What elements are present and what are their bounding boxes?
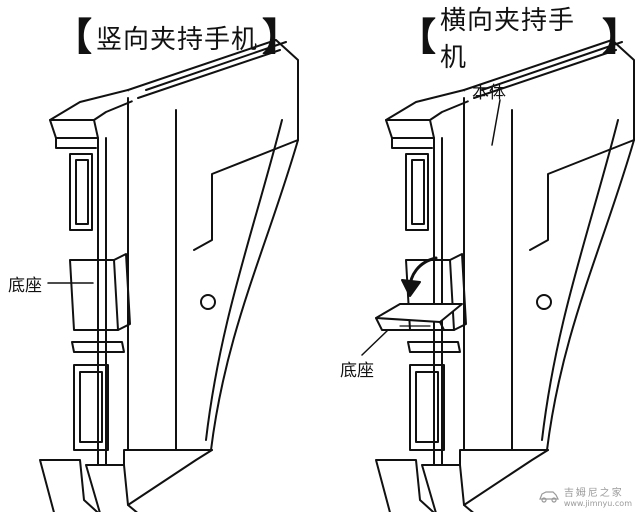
right-holder [375,39,635,512]
left-title: 【 竖向夹持手机 】 [54,8,300,66]
left-holder [39,39,299,512]
car-logo-icon [538,491,559,503]
right-base-label: 底座 [340,361,374,381]
watermark-name: 吉姆尼之家 [563,488,624,499]
right-body-label: 本体 [472,83,506,103]
left-title-text: 竖向夹持手机 [96,24,259,55]
left-title-bracket-close: 】 [262,15,301,59]
right-title-bracket-close: 】 [601,15,640,59]
right-base-leader [361,329,389,356]
watermark-url: www.jimnyu.com [563,499,632,508]
right-body-leader [491,99,501,146]
left-title-bracket-open: 【 [54,15,93,59]
right-title: 【 横向夹持手机 】 [398,6,640,73]
watermark: 吉姆尼之家 www.jimnyu.com [538,484,632,508]
left-base-label: 底座 [8,276,42,296]
rotate-down-arrow-icon [401,256,438,297]
right-title-text: 横向夹持手机 [440,6,576,73]
right-title-bracket-open: 【 [398,15,437,59]
